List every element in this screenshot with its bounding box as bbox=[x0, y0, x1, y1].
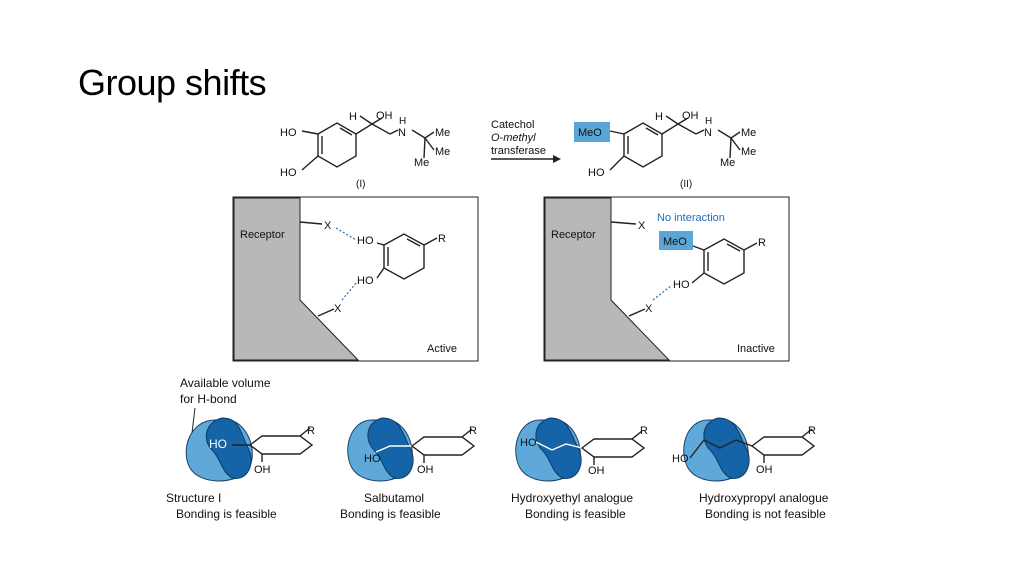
compound-1-ring bbox=[317, 122, 357, 168]
compound-1-n: N bbox=[398, 127, 406, 139]
active-ho-top: HO bbox=[357, 235, 374, 247]
inactive-receptor-wall bbox=[544, 197, 671, 361]
compound-1-me-1: Me bbox=[435, 127, 450, 139]
active-status: Active bbox=[427, 343, 457, 355]
compound-2-meo: MeO bbox=[578, 127, 602, 139]
volume-caption-line-1: Available volume bbox=[180, 376, 271, 390]
structure-1-ho: HO bbox=[209, 437, 227, 451]
active-panel: Receptor X X HO HO R Active bbox=[232, 196, 479, 362]
enzyme-line-2: O-methyl bbox=[491, 132, 536, 144]
inactive-ho: HO bbox=[673, 279, 690, 291]
salbutamol-oh: OH bbox=[417, 464, 434, 476]
compound-2-ring bbox=[623, 122, 663, 168]
hydroxypropyl-oh: OH bbox=[756, 464, 773, 476]
structure-1-r: R bbox=[307, 425, 315, 437]
compound-1-ho-bottom: HO bbox=[280, 167, 297, 179]
caption-hydroxypropyl-name: Hydroxypropyl analogue bbox=[699, 491, 829, 505]
compound-2-ho: HO bbox=[588, 167, 605, 179]
meo-highlight bbox=[574, 122, 610, 142]
enzyme-line-1: Catechol bbox=[491, 119, 534, 131]
inactive-r: R bbox=[758, 237, 766, 249]
caption-hydroxyethyl-name: Hydroxyethyl analogue bbox=[511, 491, 633, 505]
no-interaction-label: No interaction bbox=[657, 212, 725, 224]
active-ho-bottom: HO bbox=[357, 275, 374, 287]
structure-1-oh: OH bbox=[254, 464, 271, 476]
compound-2-me-1: Me bbox=[741, 127, 756, 139]
compound-2-h-amine: H bbox=[705, 116, 712, 127]
compound-2-h-chiral: H bbox=[655, 111, 663, 123]
salbutamol-ho: HO bbox=[364, 453, 381, 465]
inactive-panel: Receptor X No interaction X MeO HO R Ina… bbox=[543, 196, 790, 362]
caption-structure-1-status: Bonding is feasible bbox=[176, 507, 277, 521]
compound-1-ho-top: HO bbox=[280, 127, 297, 139]
compound-2-me-3: Me bbox=[720, 157, 735, 169]
inactive-meo: MeO bbox=[663, 236, 687, 248]
compound-2: MeO HO H OH H N Me Me Me (II) bbox=[574, 110, 756, 190]
pocket-salbutamol: HO R OH bbox=[347, 417, 477, 482]
caption-salbutamol-status: Bonding is feasible bbox=[340, 507, 441, 521]
compound-1-h-chiral: H bbox=[349, 111, 357, 123]
inactive-x-top: X bbox=[638, 220, 646, 232]
reaction-arrow-group: Catechol O-methyl transferase bbox=[491, 119, 561, 163]
compound-1-h-amine: H bbox=[399, 116, 406, 127]
caption-salbutamol-name: Salbutamol bbox=[364, 491, 424, 505]
compound-1-label: (I) bbox=[356, 179, 365, 190]
hydroxyethyl-oh: OH bbox=[588, 465, 605, 477]
active-receptor-wall bbox=[233, 197, 360, 361]
hydroxyethyl-ho: HO bbox=[520, 437, 537, 449]
compound-2-me-2: Me bbox=[741, 146, 756, 158]
compound-1-me-3: Me bbox=[414, 157, 429, 169]
compound-1: HO HO H OH H N Me Me Me (I) bbox=[280, 110, 450, 190]
inactive-meo-highlight bbox=[659, 231, 693, 250]
hydroxypropyl-ho: HO bbox=[672, 453, 689, 465]
hydroxypropyl-r: R bbox=[808, 425, 816, 437]
active-r: R bbox=[438, 233, 446, 245]
hydroxyethyl-r: R bbox=[640, 425, 648, 437]
enzyme-line-3: transferase bbox=[491, 145, 546, 157]
inactive-status: Inactive bbox=[737, 343, 775, 355]
active-receptor-label: Receptor bbox=[240, 229, 285, 241]
inactive-receptor-label: Receptor bbox=[551, 229, 596, 241]
active-x-bottom: X bbox=[334, 303, 342, 315]
compound-1-oh: OH bbox=[376, 110, 393, 122]
salbutamol-r: R bbox=[469, 425, 477, 437]
compound-2-n: N bbox=[704, 127, 712, 139]
volume-caption-line-2: for H-bond bbox=[180, 392, 237, 406]
caption-structure-1-name: Structure I bbox=[166, 491, 221, 505]
slide-title: Group shifts bbox=[78, 62, 267, 103]
pocket-hydroxypropyl: HO R OH bbox=[672, 417, 816, 482]
active-x-top: X bbox=[324, 220, 332, 232]
inactive-x-bottom: X bbox=[645, 303, 653, 315]
caption-hydroxyethyl-status: Bonding is feasible bbox=[525, 507, 626, 521]
pocket-structure-1: HO R OH bbox=[185, 417, 315, 482]
compound-1-me-2: Me bbox=[435, 146, 450, 158]
compound-2-label: (II) bbox=[680, 179, 692, 190]
arrow-head-icon bbox=[553, 155, 561, 163]
pocket-hydroxyethyl: HO R OH bbox=[515, 417, 648, 482]
compound-2-oh: OH bbox=[682, 110, 699, 122]
caption-hydroxypropyl-status: Bonding is not feasible bbox=[705, 507, 826, 521]
